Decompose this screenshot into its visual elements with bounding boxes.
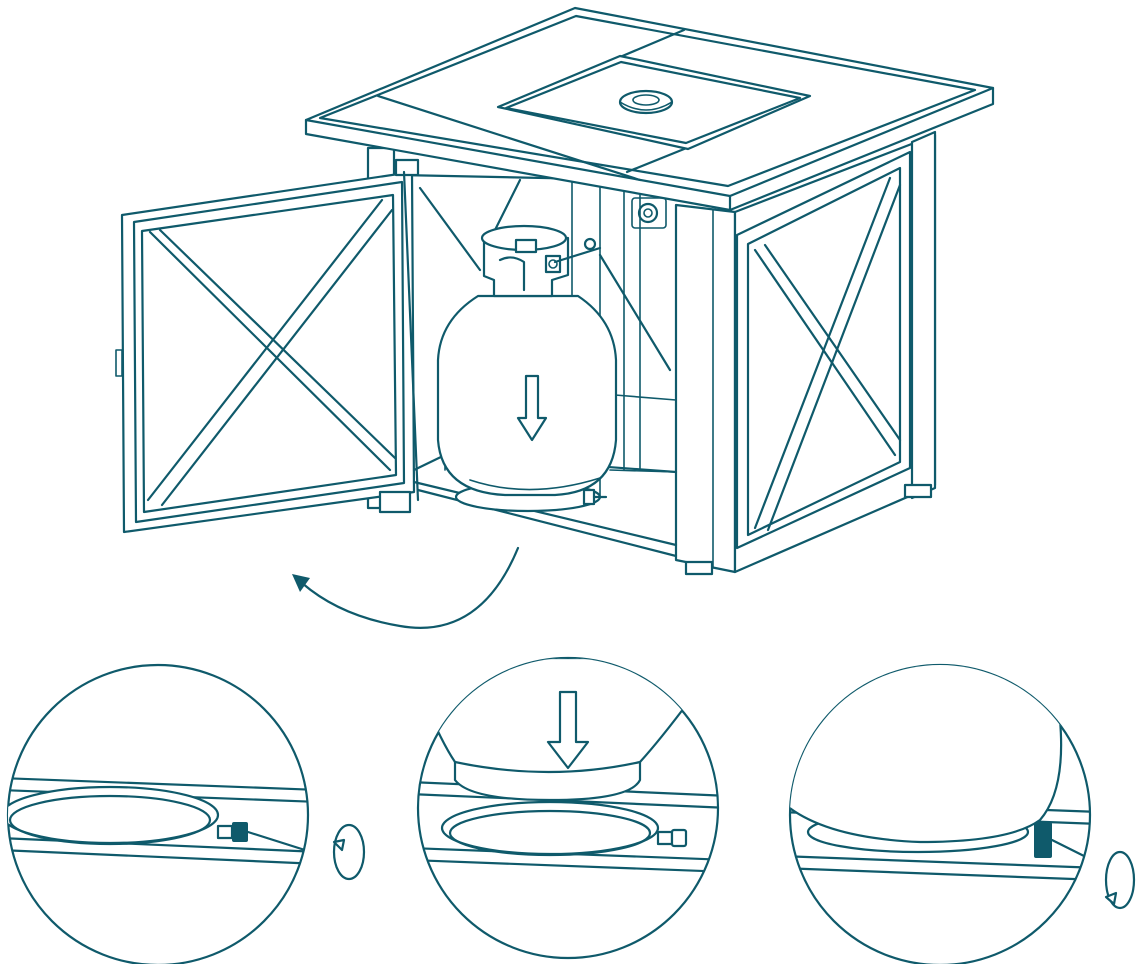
hose-connector-detail xyxy=(216,822,308,860)
control-knob-icon xyxy=(631,197,667,229)
down-arrow-icon xyxy=(546,690,590,770)
detail-step-3 xyxy=(788,663,1136,964)
rotate-icon xyxy=(332,823,366,881)
detail-step-2 xyxy=(416,656,720,960)
door-swing-arrow-icon xyxy=(292,546,520,629)
hose-connector xyxy=(582,488,608,506)
detail-step-1 xyxy=(6,663,366,964)
down-arrow-icon xyxy=(516,374,548,442)
right-side-panel xyxy=(674,130,937,576)
center-lid xyxy=(496,54,812,151)
propane-tank xyxy=(436,224,618,513)
open-door xyxy=(115,158,420,534)
fire-pit-main-view xyxy=(115,6,995,629)
rotate-icon xyxy=(1104,850,1136,910)
